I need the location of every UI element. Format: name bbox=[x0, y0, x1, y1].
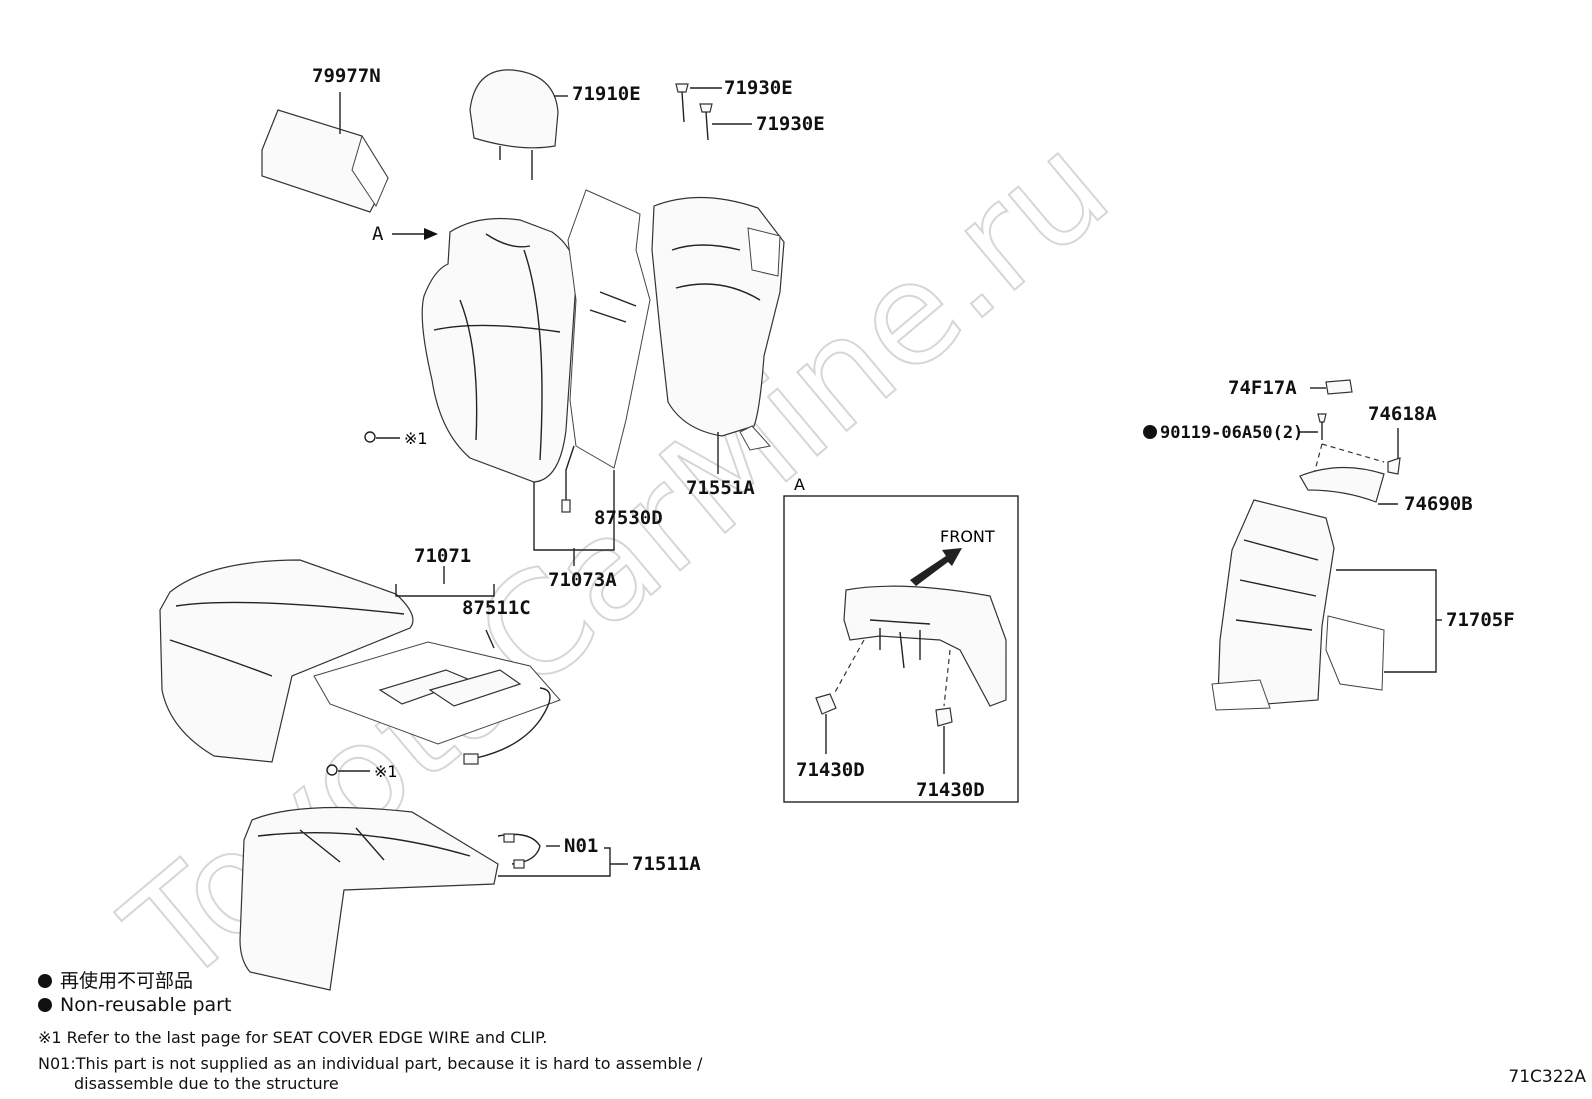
label-87530D: 87530D bbox=[594, 507, 663, 529]
label-74F17A: 74F17A bbox=[1228, 377, 1297, 399]
non-reusable-marker-icon bbox=[1143, 425, 1157, 439]
label-74690B: 74690B bbox=[1404, 493, 1473, 515]
view-a-marker: A bbox=[372, 223, 384, 245]
note-n01-line2: disassemble due to the structure bbox=[74, 1074, 339, 1093]
garnish-74690B bbox=[1299, 466, 1385, 503]
seatback-cover: 71073A bbox=[421, 217, 617, 591]
legend-jp-text: 再使用不可部品 bbox=[60, 970, 194, 992]
diagram-code: 71C322A bbox=[1508, 1067, 1586, 1087]
label-90119: 90119-06A50(2) bbox=[1160, 423, 1303, 443]
edge-wire-ref-2: ※1 bbox=[326, 762, 398, 781]
view-a-detail: A FRONT 71430D 71430D bbox=[783, 475, 1019, 803]
view-a-arrow: A bbox=[372, 223, 438, 245]
screw-90119 bbox=[1317, 413, 1327, 423]
seatback-heater-87530D: 87530D bbox=[561, 189, 663, 529]
seat-cushion-pad-71511A: N01 71511A bbox=[239, 806, 701, 991]
headrest-71910E: 71910E bbox=[469, 69, 641, 180]
label-71930E-b: 71930E bbox=[756, 113, 825, 135]
non-reusable-bullet-icon bbox=[38, 998, 52, 1012]
headrest-cover-79977N: 79977N bbox=[261, 65, 389, 213]
refmark-2: ※1 bbox=[374, 762, 398, 781]
legend-en: Non-reusable part bbox=[38, 994, 231, 1016]
seatback-pad-71551A: 71551A bbox=[651, 196, 785, 499]
legend-jp: 再使用不可部品 bbox=[38, 966, 193, 993]
label-N01: N01 bbox=[564, 835, 598, 857]
clip-74618A bbox=[1387, 457, 1401, 475]
edge-wire-ref-1: ※1 bbox=[364, 429, 428, 448]
view-a-box-label: A bbox=[794, 475, 805, 494]
non-reusable-bullet-icon bbox=[38, 974, 52, 988]
front-arrow-icon bbox=[910, 548, 962, 586]
label-71430D-a: 71430D bbox=[796, 759, 865, 781]
label-87511C: 87511C bbox=[462, 597, 531, 619]
label-71705F: 71705F bbox=[1446, 609, 1515, 631]
note-ref: ※1 Refer to the last page for SEAT COVER… bbox=[38, 1028, 548, 1047]
note-n01-line1: N01:This part is not supplied as an indi… bbox=[38, 1054, 703, 1073]
label-74618A: 74618A bbox=[1368, 403, 1437, 425]
label-71551A: 71551A bbox=[686, 477, 755, 499]
label-79977N: 79977N bbox=[312, 65, 381, 87]
cap-74F17A bbox=[1325, 379, 1353, 395]
seatback-board-group: 74F17A 90119-06A50(2) 74618A 74690B 7170… bbox=[1143, 377, 1515, 711]
label-71073A: 71073A bbox=[548, 569, 617, 591]
label-71910E: 71910E bbox=[572, 83, 641, 105]
label-71430D-b: 71430D bbox=[916, 779, 985, 801]
label-71511A: 71511A bbox=[632, 853, 701, 875]
seatback-board-71705F bbox=[1217, 499, 1335, 707]
seat-cushion-cover-71071: 71071 bbox=[159, 545, 495, 763]
cushion-heater-87511C: 87511C bbox=[313, 597, 561, 765]
label-71930E-a: 71930E bbox=[724, 77, 793, 99]
headrest-guides-71930E: 71930E 71930E bbox=[675, 77, 825, 141]
label-71071: 71071 bbox=[414, 545, 471, 567]
legend-en-text: Non-reusable part bbox=[60, 994, 232, 1016]
refmark-1: ※1 bbox=[404, 429, 428, 448]
front-label: FRONT bbox=[940, 527, 995, 546]
